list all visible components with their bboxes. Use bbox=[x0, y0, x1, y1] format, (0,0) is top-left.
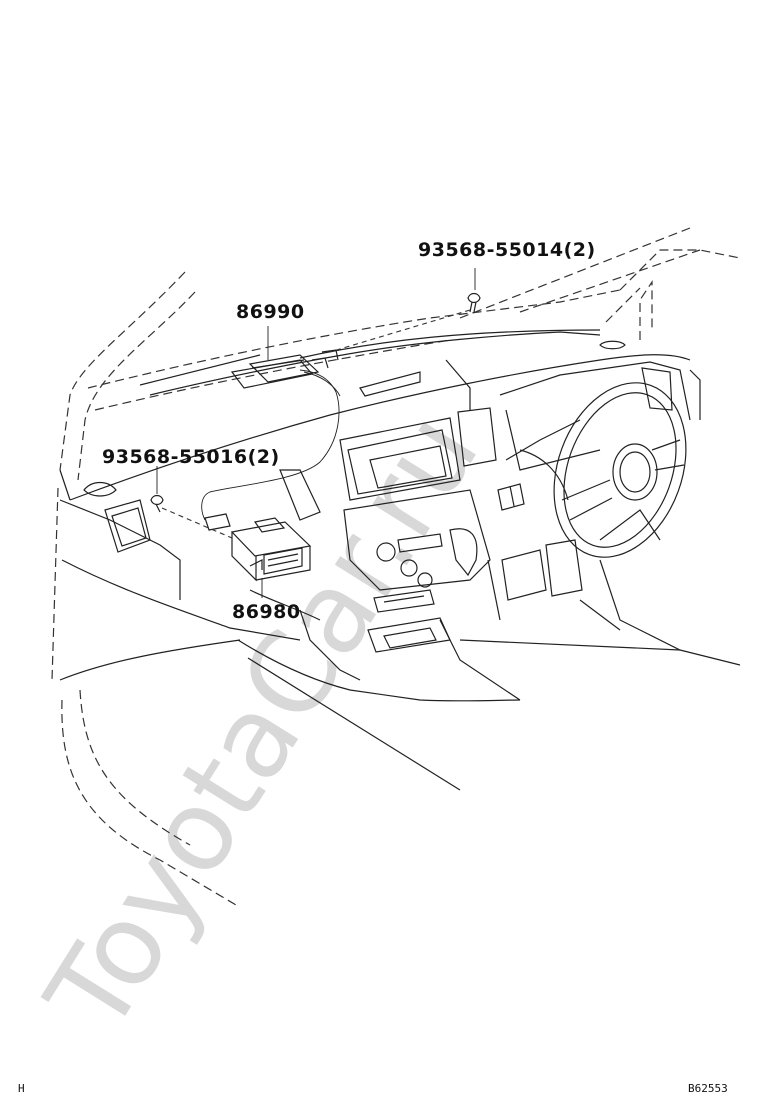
bolt-upper-icon bbox=[467, 292, 481, 313]
receiver-unit-86990 bbox=[201, 349, 341, 531]
windshield-outline bbox=[87, 227, 741, 411]
footer-left-code: H bbox=[18, 1082, 25, 1095]
bolt-lower-icon bbox=[150, 494, 164, 513]
callout-bolt-lower: 93568-55016(2) bbox=[102, 446, 280, 468]
left-pillar-outline bbox=[51, 271, 237, 906]
callout-receiver: 86990 bbox=[236, 301, 305, 323]
module-unit-86980 bbox=[230, 517, 312, 582]
callout-bolt-upper: 93568-55014(2) bbox=[418, 239, 596, 261]
center-console bbox=[299, 407, 521, 701]
callout-module: 86980 bbox=[232, 601, 301, 623]
pedals-floor bbox=[487, 369, 741, 666]
steering-wheel bbox=[497, 361, 691, 558]
footer-right-code: B62553 bbox=[688, 1082, 728, 1095]
passenger-dash-panel bbox=[59, 469, 681, 791]
leader-lines bbox=[156, 268, 476, 598]
